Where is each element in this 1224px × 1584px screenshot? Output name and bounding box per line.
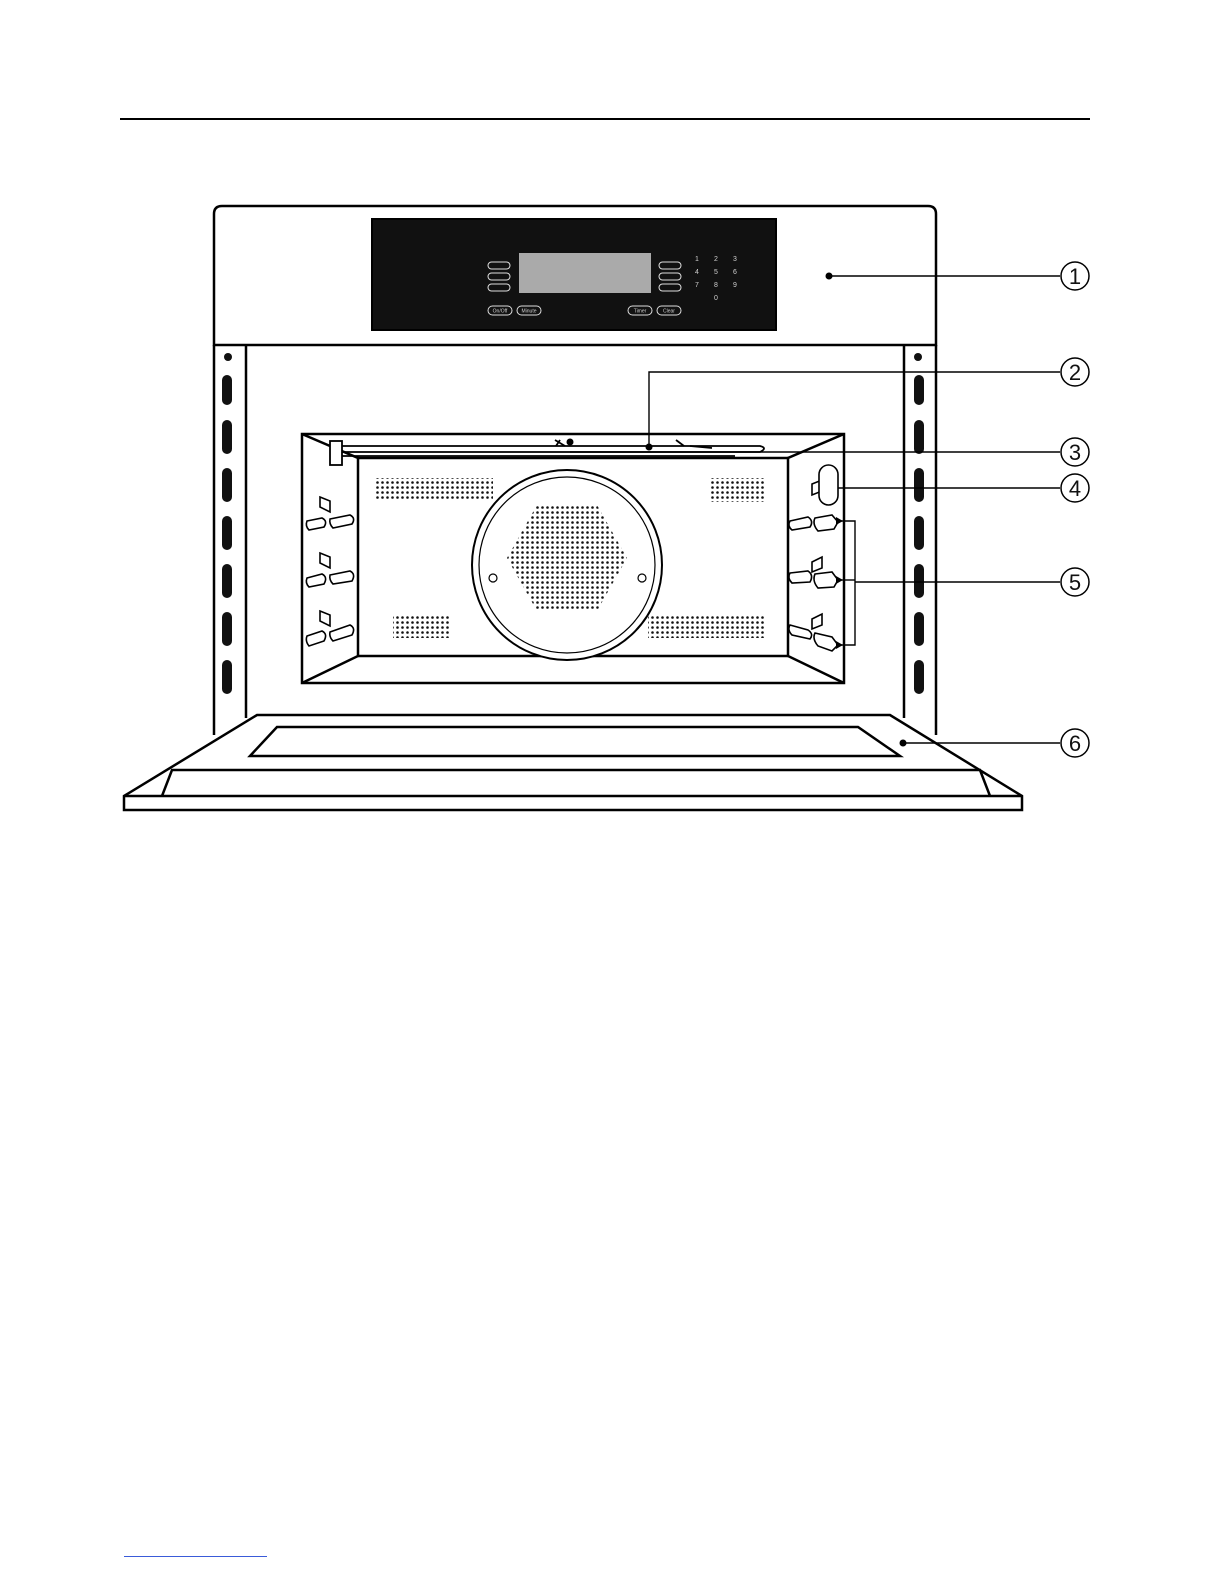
fan-cover xyxy=(472,470,662,660)
footer-link-rule xyxy=(124,1556,267,1557)
keypad-key[interactable]: 1 xyxy=(695,256,699,263)
callout-markers xyxy=(1061,262,1089,757)
minute-minder-button[interactable]: Minute xyxy=(521,309,536,315)
temperature-sensor xyxy=(819,465,838,505)
keypad-key[interactable]: 7 xyxy=(695,282,699,289)
right-shelf-runners xyxy=(789,465,838,651)
display-screen xyxy=(519,253,651,293)
timer-button[interactable]: Timer xyxy=(634,309,647,315)
on-off-button[interactable]: On/Off xyxy=(493,309,508,315)
keypad-key[interactable]: 9 xyxy=(733,282,737,289)
callout-4-label: 4 xyxy=(1069,476,1081,501)
keypad-key[interactable]: 6 xyxy=(733,269,737,276)
keypad-key[interactable]: 2 xyxy=(714,256,718,263)
keypad-key[interactable]: 8 xyxy=(714,282,718,289)
callout-3-label: 3 xyxy=(1069,440,1081,465)
left-shelf-runners xyxy=(306,497,353,646)
keypad-key[interactable]: 4 xyxy=(695,269,699,276)
oven-door xyxy=(124,715,1022,810)
clear-button[interactable]: Clear xyxy=(663,309,675,315)
keypad-key[interactable]: 0 xyxy=(714,295,718,302)
callout-1-label: 1 xyxy=(1069,264,1081,289)
callout-6-label: 6 xyxy=(1069,731,1081,756)
keypad-key[interactable]: 5 xyxy=(714,269,718,276)
keypad-key[interactable]: 3 xyxy=(733,256,737,263)
control-panel: On/Off Minute Timer Clear 1 2 3 4 5 6 7 … xyxy=(372,219,776,330)
callout-2-label: 2 xyxy=(1069,360,1081,385)
callout-5-label: 5 xyxy=(1069,570,1081,595)
